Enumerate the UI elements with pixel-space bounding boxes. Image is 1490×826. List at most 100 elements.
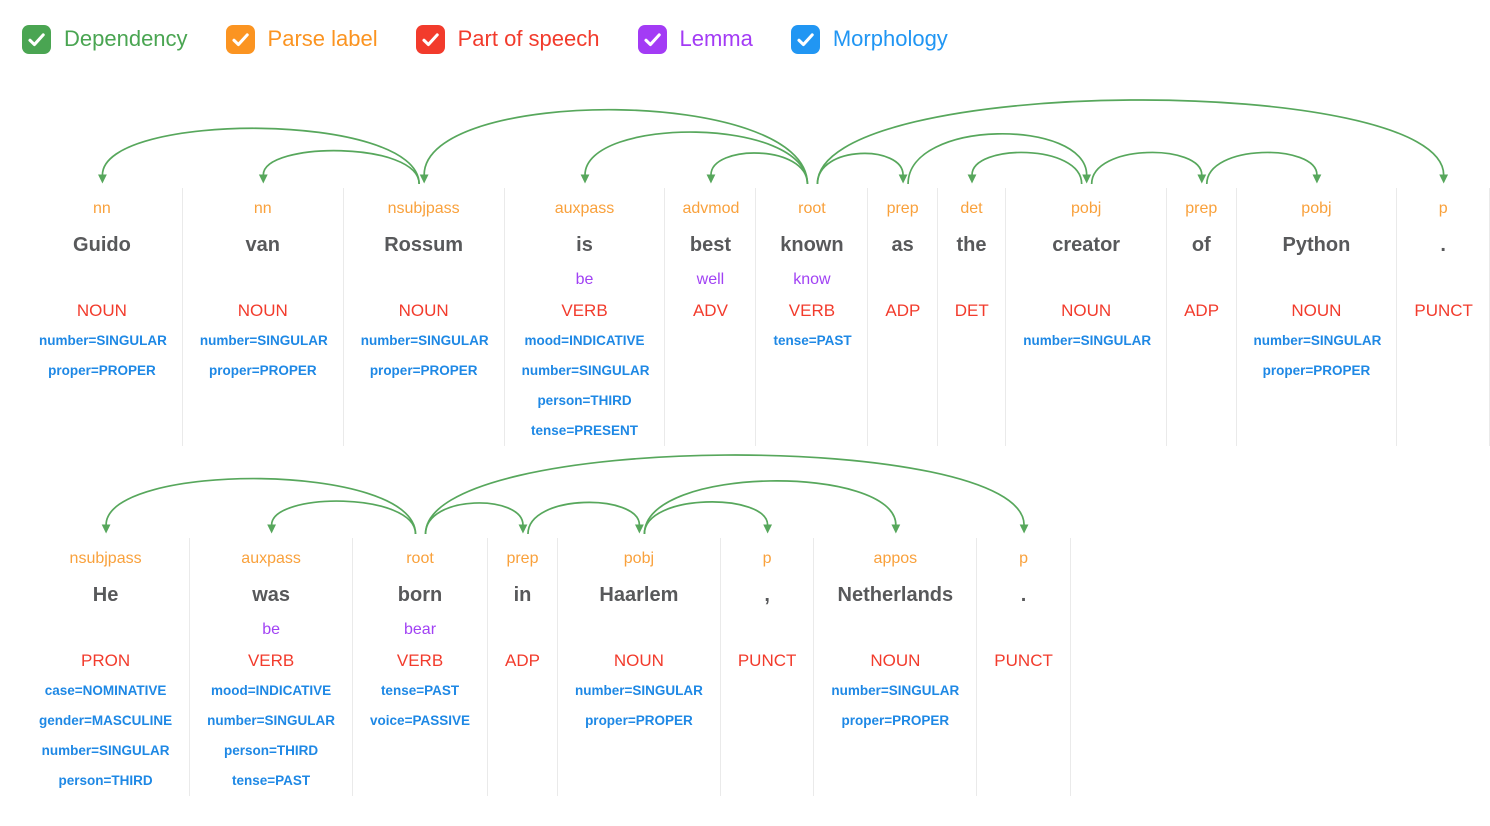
token-word: , — [764, 584, 770, 606]
checkmark-icon — [231, 32, 249, 46]
morphology-feature: tense=PAST — [232, 773, 311, 788]
parse-label-text: nn — [93, 200, 111, 217]
morphology-feature: number=SINGULAR — [39, 333, 167, 348]
checkbox-morphology[interactable] — [790, 24, 820, 54]
lemma-text — [39, 266, 165, 296]
arrowhead-icon — [267, 524, 277, 534]
morphology-feature: gender=MASCULINE — [39, 713, 173, 728]
toolbar-option-label[interactable]: Lemma — [679, 26, 753, 51]
lemma-text — [1414, 266, 1472, 296]
arrowhead-icon — [898, 174, 908, 184]
token-word: Guido — [73, 234, 131, 256]
morphology-feature: case=NOMINATIVE — [44, 683, 167, 698]
dependency-arc — [527, 501, 641, 535]
parse-label-text: p — [1019, 550, 1029, 567]
lemma-text: well — [696, 271, 725, 288]
pos-tag: NOUN — [613, 651, 664, 670]
parse-label-text: nsubjpass — [387, 200, 460, 217]
token-word: of — [1191, 234, 1211, 256]
dependency-parse-view: Dependency Parse label Part of speech Lemma… — [22, 24, 1490, 796]
lemma-text — [39, 616, 172, 646]
morphology-feature: number=SINGULAR — [574, 683, 703, 698]
checkbox-lemma[interactable] — [637, 24, 667, 54]
toolbar-option-lemma[interactable]: Lemma — [637, 24, 753, 54]
token-word: Rossum — [384, 234, 464, 256]
lemma-text — [885, 266, 919, 296]
morphology-feature: proper=PROPER — [841, 713, 950, 728]
morphology-feature: number=SINGULAR — [360, 333, 489, 348]
checkmark-icon — [643, 32, 661, 46]
dependency-arc — [1090, 151, 1203, 185]
morphology-feature: person=THIRD — [537, 393, 632, 408]
morphology-feature: number=SINGULAR — [199, 333, 328, 348]
pos-tag: VERB — [561, 301, 608, 320]
dependency-arc — [816, 152, 904, 185]
morphology-feature: tense=PAST — [773, 333, 852, 348]
morphology-feature: number=SINGULAR — [1023, 333, 1152, 348]
lemma-text — [831, 616, 959, 646]
checkbox-dependency[interactable] — [22, 24, 51, 54]
lemma-text — [1184, 266, 1218, 296]
pos-tag: VERB — [788, 301, 836, 320]
token-word: known — [780, 234, 844, 256]
dependency-arc — [710, 152, 809, 185]
dependency-arcs — [101, 454, 1029, 535]
token-period: p.PUNCT — [977, 538, 1071, 796]
dependency-arc — [816, 99, 1445, 185]
arrowhead-icon — [967, 174, 977, 184]
lemma-text — [200, 266, 326, 296]
pos-tag: PUNCT — [1414, 301, 1473, 320]
morphology-feature: tense=PRESENT — [531, 423, 638, 438]
morphology-feature: voice=PASSIVE — [370, 713, 470, 728]
toolbar-option-label[interactable]: Part of speech — [457, 26, 600, 51]
pos-tag: ADP — [885, 301, 921, 320]
pos-tag: PUNCT — [994, 651, 1053, 670]
parse-label-text: appos — [873, 550, 918, 567]
checkbox-part-of-speech[interactable] — [415, 24, 445, 54]
pos-tag: NOUN — [76, 301, 127, 320]
morphology-list: number=SINGULAR proper=PROPER — [199, 326, 328, 386]
lemma-text: know — [793, 271, 831, 288]
lemma-text: bear — [404, 621, 437, 638]
parse-label-text: root — [406, 550, 434, 567]
toolbar-option-part-of-speech[interactable]: Part of speech — [415, 24, 600, 54]
token-word: the — [956, 234, 987, 256]
arrowhead-icon — [1312, 174, 1322, 184]
parse-label-text: prep — [506, 550, 539, 567]
dependency-arc — [270, 500, 417, 535]
morphology-list: tense=PAST — [773, 326, 852, 356]
morphology-feature: proper=PROPER — [208, 363, 317, 378]
checkbox-parse-label[interactable] — [225, 24, 255, 54]
arrowhead-icon — [634, 524, 644, 534]
toolbar-option-label[interactable]: Parse label — [267, 26, 378, 51]
arrowhead-icon — [1019, 524, 1029, 534]
parse-label-text: prep — [1185, 200, 1218, 217]
token-word: born — [397, 584, 443, 606]
parse-label-text: prep — [886, 200, 919, 217]
toolbar-option-parse-label[interactable]: Parse label — [225, 24, 378, 54]
morphology-feature: mood=INDICATIVE — [524, 333, 645, 348]
toolbar-option-label[interactable]: Dependency — [64, 26, 188, 51]
toolbar-option-morphology[interactable]: Morphology — [790, 24, 948, 54]
parse-label-text: root — [798, 200, 826, 217]
arrowhead-icon — [763, 524, 773, 534]
parse-label-text: nsubjpass — [69, 550, 142, 567]
arrowhead-icon — [580, 174, 590, 184]
arrowhead-icon — [98, 174, 107, 184]
toolbar-option-dependency[interactable]: Dependency — [22, 24, 188, 54]
morphology-feature: number=SINGULAR — [1253, 333, 1382, 348]
toolbar-option-label[interactable]: Morphology — [832, 26, 948, 51]
lemma-text — [1254, 266, 1380, 296]
